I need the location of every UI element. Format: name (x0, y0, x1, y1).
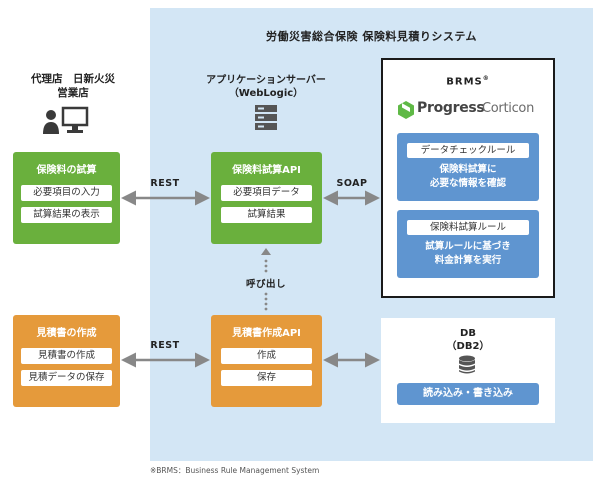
app-server-label: アプリケーションサーバー （WebLogic） (196, 74, 336, 100)
server-icon (255, 105, 277, 130)
estimate-client-box: 見積書の作成 見積書の作成 見積データの保存 (13, 315, 120, 407)
estimate-api-item: 作成 (221, 348, 312, 364)
quote-api-item: 必要項目データ (221, 185, 312, 201)
estimate-client-title: 見積書の作成 (36, 328, 97, 339)
user-computer-icon (43, 106, 89, 134)
premium-calc-rule-desc2: 料金計算を実行 (434, 255, 502, 266)
estimate-api-title: 見積書作成API (232, 328, 301, 339)
call-dotted-arrow (261, 248, 271, 311)
read-write-label: 読み込み・書き込み (397, 383, 539, 405)
progress-corticon-logo: Progress Corticon (398, 99, 538, 121)
db-title-line2: （DB2） (446, 341, 490, 352)
progress-logo-icon (398, 101, 414, 119)
db-title-line1: DB (460, 328, 476, 339)
premium-calc-rule-tab: 保険料試算ルール (407, 220, 529, 235)
app-server-line1: アプリケーションサーバー (206, 75, 326, 86)
estimate-api-item: 保存 (221, 370, 312, 386)
call-label: 呼び出し (245, 279, 286, 290)
soap-label: SOAP (336, 178, 368, 189)
quote-client-title: 保険料の試算 (36, 165, 97, 176)
premium-calc-rule-desc1: 試算ルールに基づき (425, 241, 511, 252)
db-title: DB （DB2） (381, 327, 555, 353)
rest-label-top: REST (150, 178, 180, 189)
corticon-logo-text: Corticon (482, 101, 535, 116)
database-icon (459, 355, 475, 374)
quote-api-title: 保険料試算API (232, 165, 301, 176)
estimate-api-box: 見積書作成API 作成 保存 (211, 315, 322, 407)
system-title: 労働災害総合保険 保険料見積りシステム (266, 30, 477, 43)
brms-title-mark: ® (482, 75, 490, 82)
data-check-rule-tab: データチェックルール (407, 143, 529, 158)
quote-client-item: 必要項目の入力 (21, 185, 112, 201)
quote-client-box: 保険料の試算 必要項目の入力 試算結果の表示 (13, 152, 120, 244)
quote-api-box: 保険料試算API 必要項目データ 試算結果 (211, 152, 322, 244)
progress-logo-text: Progress (417, 100, 485, 116)
brms-title: BRMS® (381, 75, 555, 87)
quote-client-item: 試算結果の表示 (21, 207, 112, 223)
footnote: ※BRMS：Business Rule Management System (150, 466, 320, 475)
agency-line1: 代理店 日新火災 (31, 73, 115, 85)
estimate-client-item: 見積書の作成 (21, 348, 112, 364)
quote-api-item: 試算結果 (221, 207, 312, 223)
premium-calc-rule-panel: 保険料試算ルール 試算ルールに基づき 料金計算を実行 (397, 210, 539, 278)
agency-label: 代理店 日新火災 営業店 (18, 72, 128, 100)
brms-title-text: BRMS (446, 76, 483, 88)
estimate-client-item: 見積データの保存 (21, 370, 112, 386)
app-server-line2: （WebLogic） (228, 88, 304, 99)
db-box (381, 318, 555, 423)
data-check-rule-desc2: 必要な情報を確認 (429, 178, 506, 189)
rest-label-bottom: REST (150, 340, 180, 351)
data-check-rule-panel: データチェックルール 保険料試算に 必要な情報を確認 (397, 133, 539, 201)
agency-line2: 営業店 (57, 87, 89, 99)
data-check-rule-desc1: 保険料試算に (439, 164, 497, 175)
